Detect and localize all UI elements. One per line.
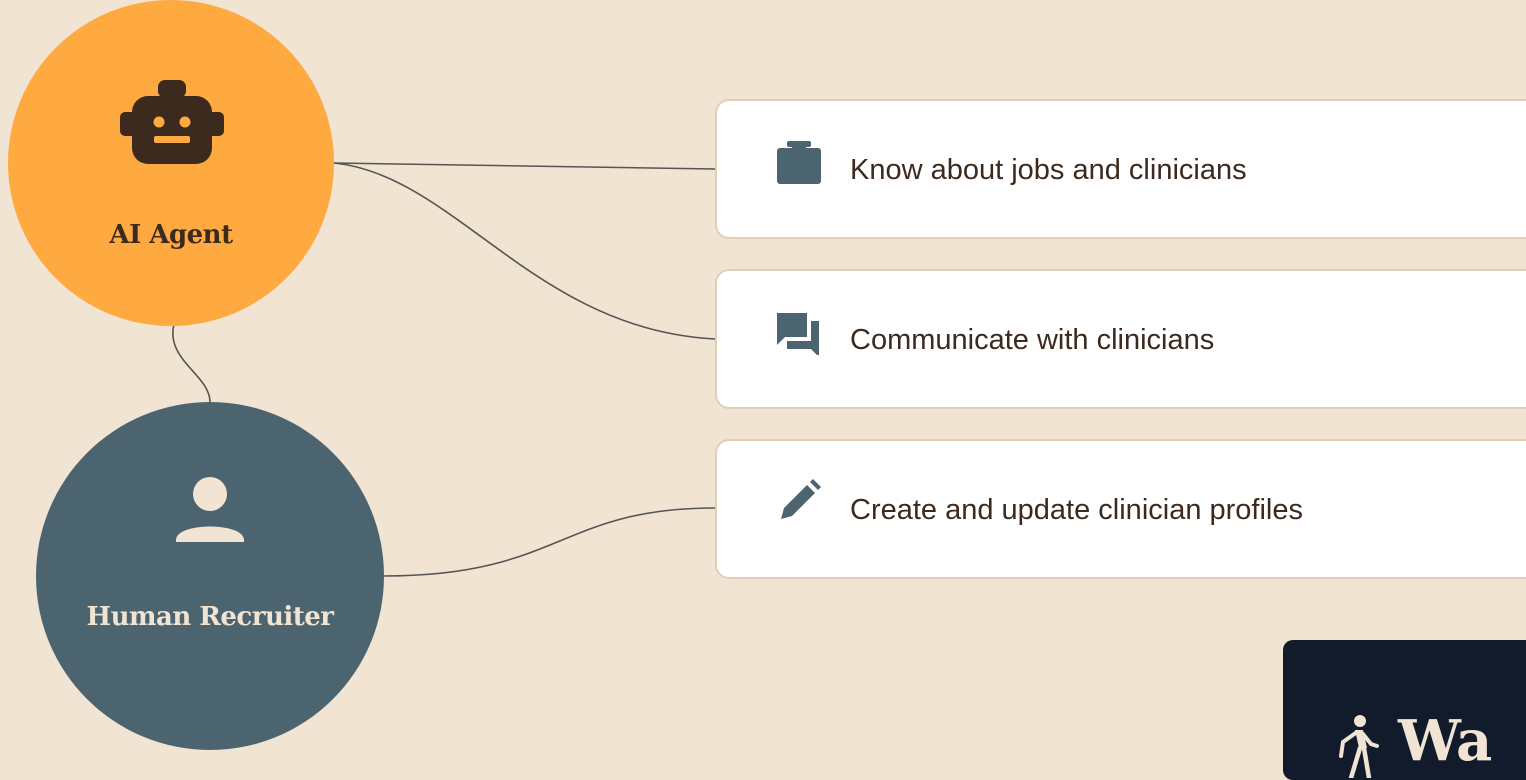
walkthrough-banner[interactable]: Wa (1283, 640, 1526, 780)
connector-recruiter-to-profiles (383, 507, 716, 577)
connector-agent-to-communicate (333, 162, 716, 340)
capability-label: Create and update clinician profiles (850, 494, 1303, 526)
capability-label: Communicate with clinicians (850, 324, 1215, 356)
ai-agent-label: AI Agent (109, 220, 233, 250)
human-recruiter-node: Human Recruiter (36, 402, 384, 750)
human-recruiter-label: Human Recruiter (86, 602, 335, 632)
robot-icon (120, 80, 224, 164)
capability-card-communicate: Communicate with clinicians (715, 269, 1526, 409)
person-icon (176, 477, 244, 542)
capability-card-profiles: Create and update clinician profiles (715, 439, 1526, 579)
ai-agent-node: AI Agent (8, 0, 334, 326)
briefcase-icon (777, 141, 821, 184)
capability-label: Know about jobs and clinicians (850, 154, 1247, 186)
capability-card-jobs: Know about jobs and clinicians (715, 99, 1526, 239)
pencil-icon (781, 479, 821, 519)
walking-person-icon (1339, 715, 1379, 778)
connector-agent-to-jobs (333, 162, 716, 170)
connector-agent-to-recruiter (172, 323, 211, 403)
connector-lines (172, 162, 716, 577)
chat-icon (777, 313, 819, 355)
banner-title: Wa (1398, 708, 1493, 774)
